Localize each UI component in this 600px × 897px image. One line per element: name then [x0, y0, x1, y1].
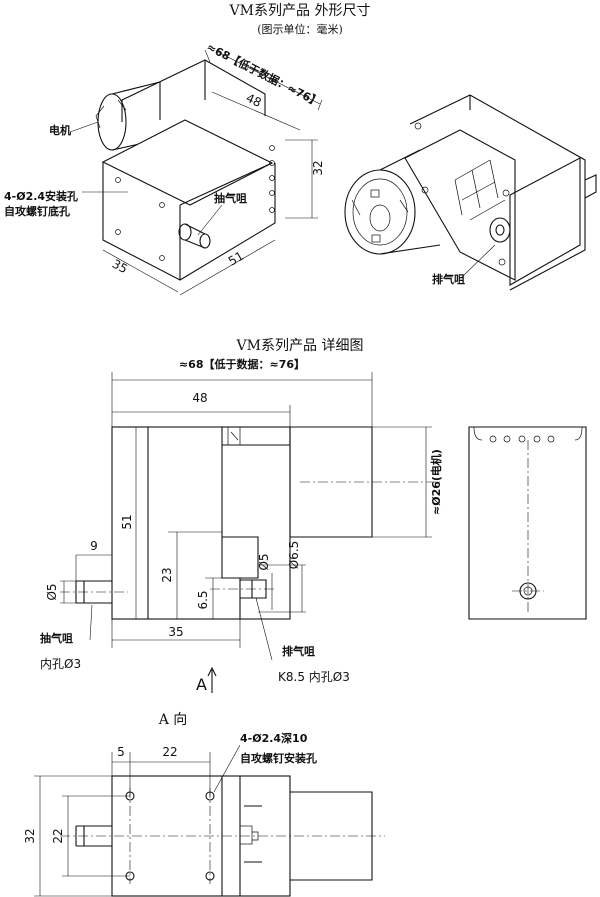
iso-motor-leader: [69, 121, 99, 133]
iso-view-right: [344, 94, 597, 291]
iso-intake-leader: [197, 204, 223, 236]
detail-dim-35: 35: [168, 625, 183, 639]
iso-overall-dim: ≈68【低于数据：≈76】: [204, 40, 323, 110]
detail-motor-dia: ≈Ø26(电机): [429, 449, 443, 515]
unit-note: (图示单位：毫米): [257, 22, 343, 36]
iso-exhaust-leader: [461, 244, 496, 278]
view-a-dim-22-left: 22: [51, 828, 65, 843]
iso-exhaust-label: 排气咀: [432, 272, 465, 286]
detail-dim-9: 9: [90, 539, 98, 553]
detail-title: VM系列产品 详细图: [236, 338, 364, 354]
detail-intake-hole: 内孔Ø3: [40, 657, 81, 671]
iso-mount-holes-label: 4-Ø2.4安装孔: [4, 189, 78, 203]
iso-view-left: [82, 49, 323, 296]
view-a-holes-label: 4-Ø2.4深10: [240, 731, 308, 745]
detail-exhaust-spec: K8.5 内孔Ø3: [278, 670, 350, 684]
iso-motor-label: 电机: [49, 123, 71, 137]
view-a-title: A 向: [158, 712, 188, 728]
view-a-dim-5: 5: [117, 745, 125, 759]
detail-dim-23: 23: [160, 567, 174, 582]
view-a-dim-32: 32: [23, 828, 37, 843]
iso-depth35-dim: 35: [110, 257, 130, 277]
iso-mount-holes-sub: 自攻螺钉底孔: [4, 204, 70, 218]
detail-height-dim: 51: [120, 514, 134, 529]
detail-exhaust-label: 排气咀: [282, 644, 315, 658]
detail-dim-6-5: 6.5: [196, 590, 210, 609]
detail-side-view: [468, 426, 587, 620]
iso-width-dim: 48: [244, 91, 264, 110]
iso-depth51-dim: 51: [226, 249, 246, 269]
view-a-holes-sub: 自攻螺钉安装孔: [240, 751, 317, 765]
detail-width-dim: 48: [192, 391, 207, 405]
dimensions-title: VM系列产品 外形尺寸: [229, 3, 371, 19]
detail-phi5-left: Ø5: [45, 583, 59, 600]
detail-phi5-right: Ø5: [257, 553, 271, 570]
view-a-drawing: [34, 744, 385, 897]
detail-phi6-5: Ø6.5: [287, 541, 301, 570]
detail-overall-dim: ≈68【低于数据：≈76】: [179, 357, 305, 371]
detail-view-a-marker: A: [196, 675, 207, 694]
view-a-dim-22-top: 22: [162, 745, 177, 759]
detail-front-view: [60, 372, 440, 693]
iso-intake-label: 抽气咀: [214, 191, 247, 205]
iso-height-dim: 32: [311, 160, 325, 175]
detail-intake-label: 抽气咀: [40, 631, 73, 645]
